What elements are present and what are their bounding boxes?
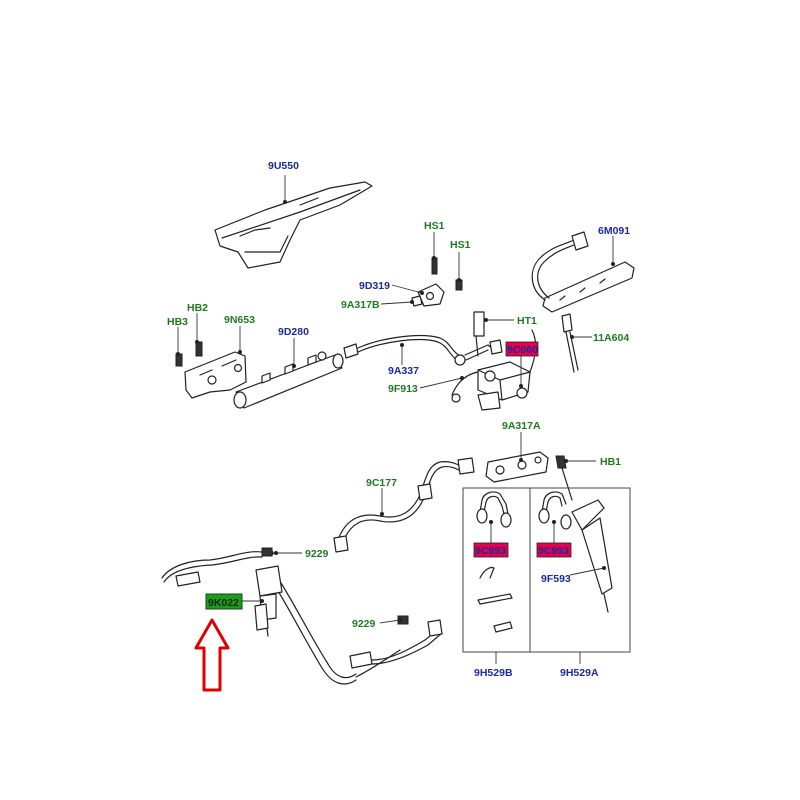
leader-lines: [176, 175, 615, 664]
highlight-9c060: [505, 341, 539, 357]
label-ht1: HT1: [517, 315, 537, 327]
label-9f913: 9F913: [388, 383, 418, 395]
label-9h529a: 9H529A: [560, 667, 599, 679]
fuel-rail-part: [233, 343, 359, 409]
label-9a317a: 9A317A: [502, 420, 541, 432]
highlight-9k022: [205, 593, 243, 610]
label-9f593: 9F593: [541, 573, 571, 585]
label-9a337: 9A337: [388, 365, 419, 377]
fuel-feed-pipe-part: [333, 457, 475, 553]
label-hs1-a: HS1: [424, 220, 445, 232]
label-9c177: 9C177: [366, 477, 397, 489]
injector-clamp-part: [485, 451, 573, 501]
label-9k022: 9K022: [208, 597, 239, 609]
label-11a604: 11A604: [593, 332, 629, 344]
injector-kit-a-part: [538, 491, 613, 613]
label-9229-b: 9229: [352, 618, 376, 630]
label-9c060: 9C060: [507, 344, 538, 356]
highlight-9c993-a: [536, 542, 572, 558]
label-hb1: HB1: [600, 456, 621, 468]
label-9c993-a: 9C993: [538, 545, 569, 557]
label-hb3: HB3: [167, 316, 188, 328]
label-9229-a: 9229: [305, 548, 329, 560]
pointer-arrow-icon: [194, 618, 230, 692]
label-9u550: 9U550: [268, 160, 299, 172]
fuel-pipe-part: [357, 335, 503, 366]
label-9c993-b: 9C993: [475, 545, 506, 557]
label-9d319: 9D319: [359, 280, 390, 292]
pipe-clip-part: [411, 257, 463, 307]
fuel-return-hose-part: [161, 547, 443, 685]
label-9h529b: 9H529B: [474, 667, 513, 679]
label-hs1-b: HS1: [450, 239, 471, 251]
label-hb2: HB2: [187, 302, 208, 314]
glow-plug-part: [561, 313, 579, 373]
highlight-9c993-b: [473, 542, 509, 558]
injector-pipe-kit-b-part: [476, 491, 513, 633]
label-9d280: 9D280: [278, 326, 309, 338]
engine-cover-part: [214, 181, 373, 269]
label-9a317b: 9A317B: [341, 299, 380, 311]
label-6m091: 6M091: [598, 225, 630, 237]
mounting-bracket-part: [175, 341, 247, 399]
label-9n653: 9N653: [224, 314, 255, 326]
glow-plug-harness-part: [531, 231, 635, 313]
